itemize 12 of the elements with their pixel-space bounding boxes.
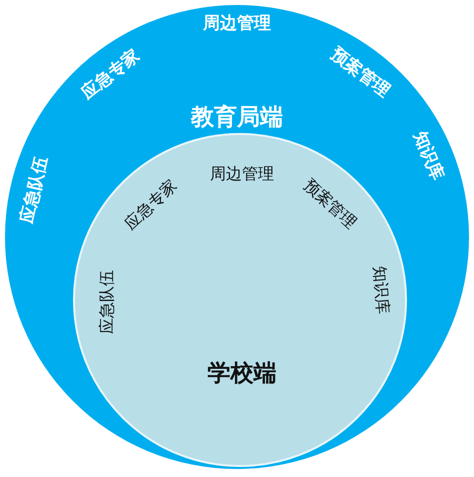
arc-label: 周边管理	[210, 166, 274, 182]
arc-label: 周边管理	[203, 16, 271, 32]
arc-label: 预案管理	[301, 176, 360, 232]
arc-label: 应急专家	[78, 48, 143, 104]
arc-label: 知识库	[410, 128, 446, 183]
title-text: 学校端	[208, 362, 276, 386]
arc-label: 应急队伍	[99, 270, 115, 334]
arc-label: 应急队伍	[19, 155, 52, 226]
arc-label: 应急专家	[122, 177, 180, 232]
title-text: 教育局端	[191, 106, 283, 130]
arc-label: 知识库	[371, 265, 392, 314]
arc-label: 预案管理	[328, 46, 393, 101]
